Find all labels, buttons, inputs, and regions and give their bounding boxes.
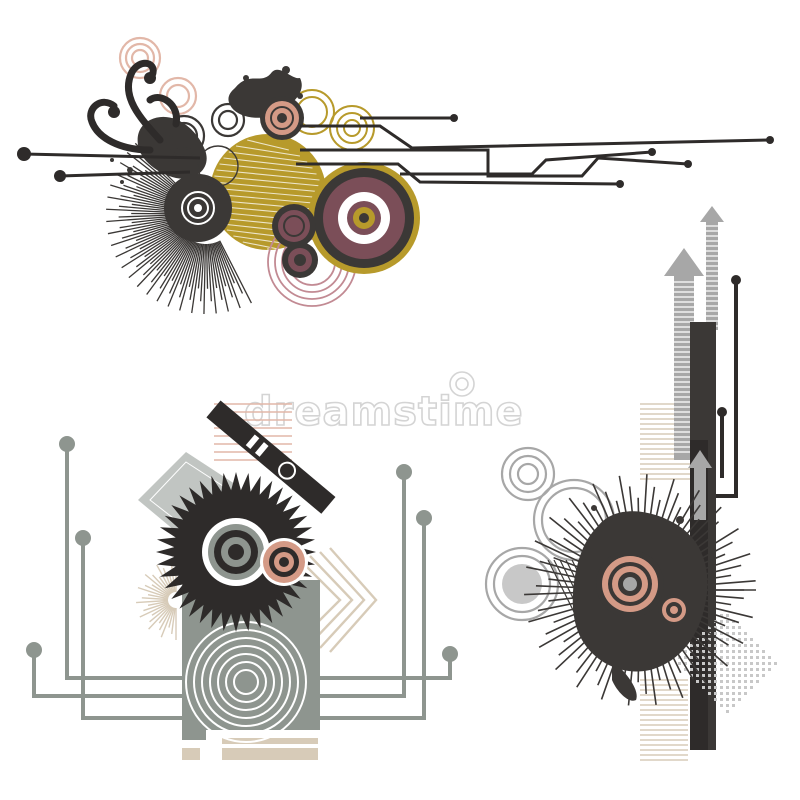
bottom-left-gear-ornament bbox=[26, 400, 458, 760]
target-icon bbox=[260, 538, 308, 586]
white-ring-icon bbox=[162, 102, 246, 187]
target-icon bbox=[164, 174, 232, 242]
spike-burst bbox=[106, 142, 252, 314]
beige-base bbox=[222, 738, 318, 744]
arrow-up-icon bbox=[688, 450, 712, 520]
target-icon bbox=[596, 550, 664, 618]
gray-column bbox=[182, 730, 206, 740]
target-icon bbox=[272, 204, 318, 278]
spike-burst bbox=[136, 560, 177, 640]
chevron-icon bbox=[299, 547, 378, 653]
beige-base bbox=[222, 748, 318, 760]
circuit-node-icon bbox=[717, 275, 741, 417]
circuit-line-icon bbox=[23, 116, 771, 186]
circuit-node-icon bbox=[17, 114, 774, 188]
circuit-line-icon bbox=[716, 280, 738, 498]
bottom-right-arrow-ornament bbox=[484, 206, 777, 761]
target-icon bbox=[308, 162, 420, 274]
dotted-diamond bbox=[678, 614, 777, 713]
beige-base bbox=[182, 748, 200, 760]
swirl-icon bbox=[108, 72, 156, 118]
top-circuit-ornament bbox=[17, 36, 774, 314]
gray-disc bbox=[502, 564, 542, 604]
swirl-icon bbox=[87, 59, 180, 154]
target-icon bbox=[658, 594, 690, 626]
circuit-node-icon bbox=[26, 436, 458, 662]
target-icon bbox=[260, 96, 304, 140]
gear-icon bbox=[156, 472, 316, 632]
diagonal-bar bbox=[206, 400, 336, 514]
